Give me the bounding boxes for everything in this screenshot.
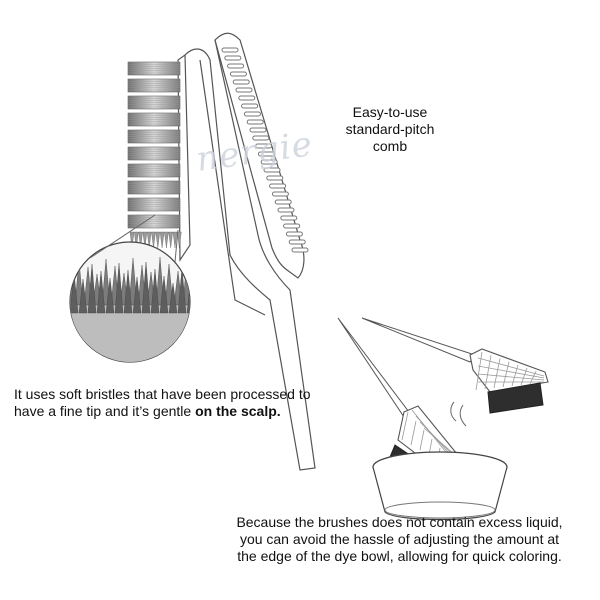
caption-liquid-line-3: the edge of the dye bowl, allowing for q… <box>237 548 562 564</box>
brush-bristles-icon <box>127 61 182 249</box>
dye-bowl-icon <box>372 451 508 521</box>
caption-comb: Easy-to-use standard-pitch comb <box>330 104 450 155</box>
hair-dye-brush-comb-icon <box>177 32 316 471</box>
dye-brush-icon <box>361 317 549 427</box>
caption-liquid-line-1: Because the brushes does not contain exc… <box>236 514 563 530</box>
caption-liquid: Because the brushes does not contain exc… <box>202 514 597 565</box>
caption-bristles: It uses soft bristles that have been pro… <box>14 386 314 420</box>
caption-comb-line-3: comb <box>372 138 408 154</box>
caption-comb-line-2: standard-pitch <box>345 121 435 137</box>
caption-liquid-line-2: you can avoid the hassle of adjusting th… <box>239 531 560 547</box>
caption-comb-line-1: Easy-to-use <box>352 104 428 120</box>
caption-bristles-text: It uses soft bristles that have been pro… <box>14 386 311 419</box>
caption-bristles-bold: on the scalp. <box>195 403 281 419</box>
